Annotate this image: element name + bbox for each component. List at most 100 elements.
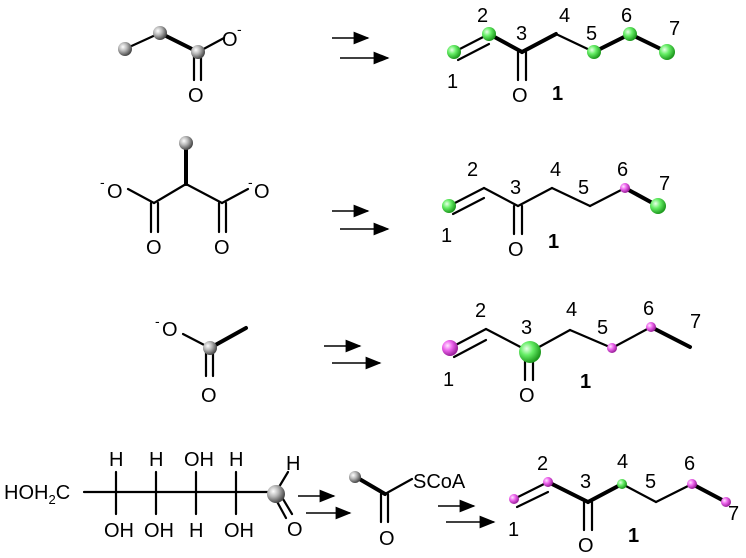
compound-number: 1 [552, 83, 563, 105]
magenta-atom [620, 183, 630, 193]
carbon-number: 2 [477, 5, 488, 27]
oxygen-label: O [201, 385, 217, 407]
carbon-number: 4 [559, 5, 570, 27]
carbon-number: 3 [521, 317, 532, 339]
oxygen-label: O [188, 85, 204, 107]
carbon-number: 4 [566, 299, 577, 321]
hydrogen-label: H [149, 449, 163, 471]
magenta-atom [543, 477, 553, 487]
compound-number: 1 [580, 371, 591, 393]
charge-label: - [248, 174, 253, 190]
carbon-number: 3 [510, 177, 521, 199]
propionate-structure: O - O [118, 21, 242, 107]
carbon-number: 1 [447, 71, 458, 93]
carbon-number: 2 [537, 453, 548, 475]
compound-number: 1 [548, 231, 559, 253]
row-2-methylmalonate: - O O O - O 1 2 3 4 5 [100, 136, 670, 261]
carbon-number: 7 [669, 18, 680, 40]
magenta-atom [509, 494, 519, 504]
hydroxyl-label: OH [224, 520, 254, 542]
carbon-number: 3 [580, 471, 591, 493]
green-atom [587, 45, 601, 59]
carbon-number: 1 [441, 225, 452, 247]
heptenone-product: 1 2 3 4 5 6 7 O 1 [442, 298, 701, 407]
oxygen-label: O [519, 385, 535, 407]
magenta-atom [687, 479, 697, 489]
oxygen-label: O [146, 237, 162, 259]
row-3-acetate: - O O 1 2 3 4 5 6 7 [155, 298, 701, 407]
carbon-number: 5 [578, 177, 589, 199]
oxygen-label: O [287, 519, 303, 541]
carbon-number: 1 [508, 519, 519, 541]
green-atom [447, 45, 461, 59]
heptenone-product: 1 2 3 4 5 6 7 O 1 [441, 159, 670, 261]
oxygen-label: O [222, 29, 238, 51]
hydroxyl-label: OH [184, 449, 214, 471]
carbon-number: 2 [467, 159, 478, 181]
carbon-number: 7 [659, 173, 670, 195]
hydrogen-label: H [286, 453, 300, 475]
hydrogen-label: H [189, 520, 203, 542]
scoa-label: SCoA [413, 471, 466, 493]
sugar-chain-structure: HOH2C H H OH H OH OH H OH H O [4, 449, 303, 542]
carbon-number: 5 [645, 471, 656, 493]
green-atom [442, 199, 456, 213]
green-atom [617, 479, 627, 489]
carbon-number: 2 [475, 300, 486, 322]
reaction-arrows [438, 499, 496, 529]
oxygen-label: O [379, 528, 395, 550]
carbon-number: 7 [728, 503, 739, 525]
carbon-number: 5 [597, 317, 608, 339]
hydroxyl-label: OH [104, 520, 134, 542]
magenta-atom [721, 497, 731, 507]
charge-label: - [237, 21, 242, 37]
carbon-number: 4 [617, 451, 628, 473]
gray-atom [153, 26, 167, 40]
green-atom [623, 27, 637, 41]
gray-atom [191, 45, 205, 59]
heptenone-product: 1 2 3 4 5 6 7 O 1 [447, 5, 680, 107]
gray-atom [267, 485, 285, 503]
gray-atom [349, 471, 361, 483]
carbon-number: 7 [690, 311, 701, 333]
hoh2c-label: HOH2C [4, 482, 70, 507]
reaction-arrows [332, 31, 390, 65]
oxygen-label: O [578, 535, 594, 557]
reaction-arrows [324, 339, 382, 370]
carbon-number: 6 [617, 159, 628, 181]
row-4-carbohydrate: HOH2C H H OH H OH OH H OH H O [4, 449, 739, 557]
oxygen-label: O [107, 181, 123, 203]
hydrogen-label: H [229, 449, 243, 471]
carbon-number: 4 [550, 159, 561, 181]
acyl-coa-structure: SCoA O [349, 471, 466, 550]
reaction-arrows [332, 204, 390, 236]
oxygen-label: O [512, 85, 528, 107]
gray-atom [118, 42, 132, 56]
carbon-number: 1 [443, 369, 454, 391]
carbon-number: 5 [586, 23, 597, 45]
magenta-atom [607, 343, 617, 353]
hydrogen-label: H [109, 449, 123, 471]
magenta-atom [646, 322, 656, 332]
oxygen-label: O [162, 319, 178, 341]
magenta-atom [442, 340, 458, 356]
reaction-arrows [298, 489, 352, 520]
oxygen-label: O [508, 239, 524, 261]
green-atom [659, 44, 675, 60]
gray-atom [203, 341, 217, 355]
carbon-number: 6 [621, 5, 632, 27]
methylmalonate-structure: - O O O - O [100, 136, 270, 259]
carbon-number: 6 [643, 298, 654, 320]
oxygen-label: O [214, 237, 230, 259]
heptenone-product: 1 2 3 4 5 6 7 O 1 [508, 451, 739, 557]
charge-label: - [100, 174, 105, 190]
carbon-number: 6 [684, 453, 695, 475]
green-atom [650, 198, 666, 214]
carbon-number: 3 [516, 23, 527, 45]
compound-number: 1 [628, 525, 639, 547]
hydroxyl-label: OH [144, 520, 174, 542]
charge-label: - [155, 313, 160, 329]
acetate-structure: - O O [155, 313, 248, 407]
row-1-propionate: O - O 1 2 3 4 5 6 [118, 5, 680, 107]
